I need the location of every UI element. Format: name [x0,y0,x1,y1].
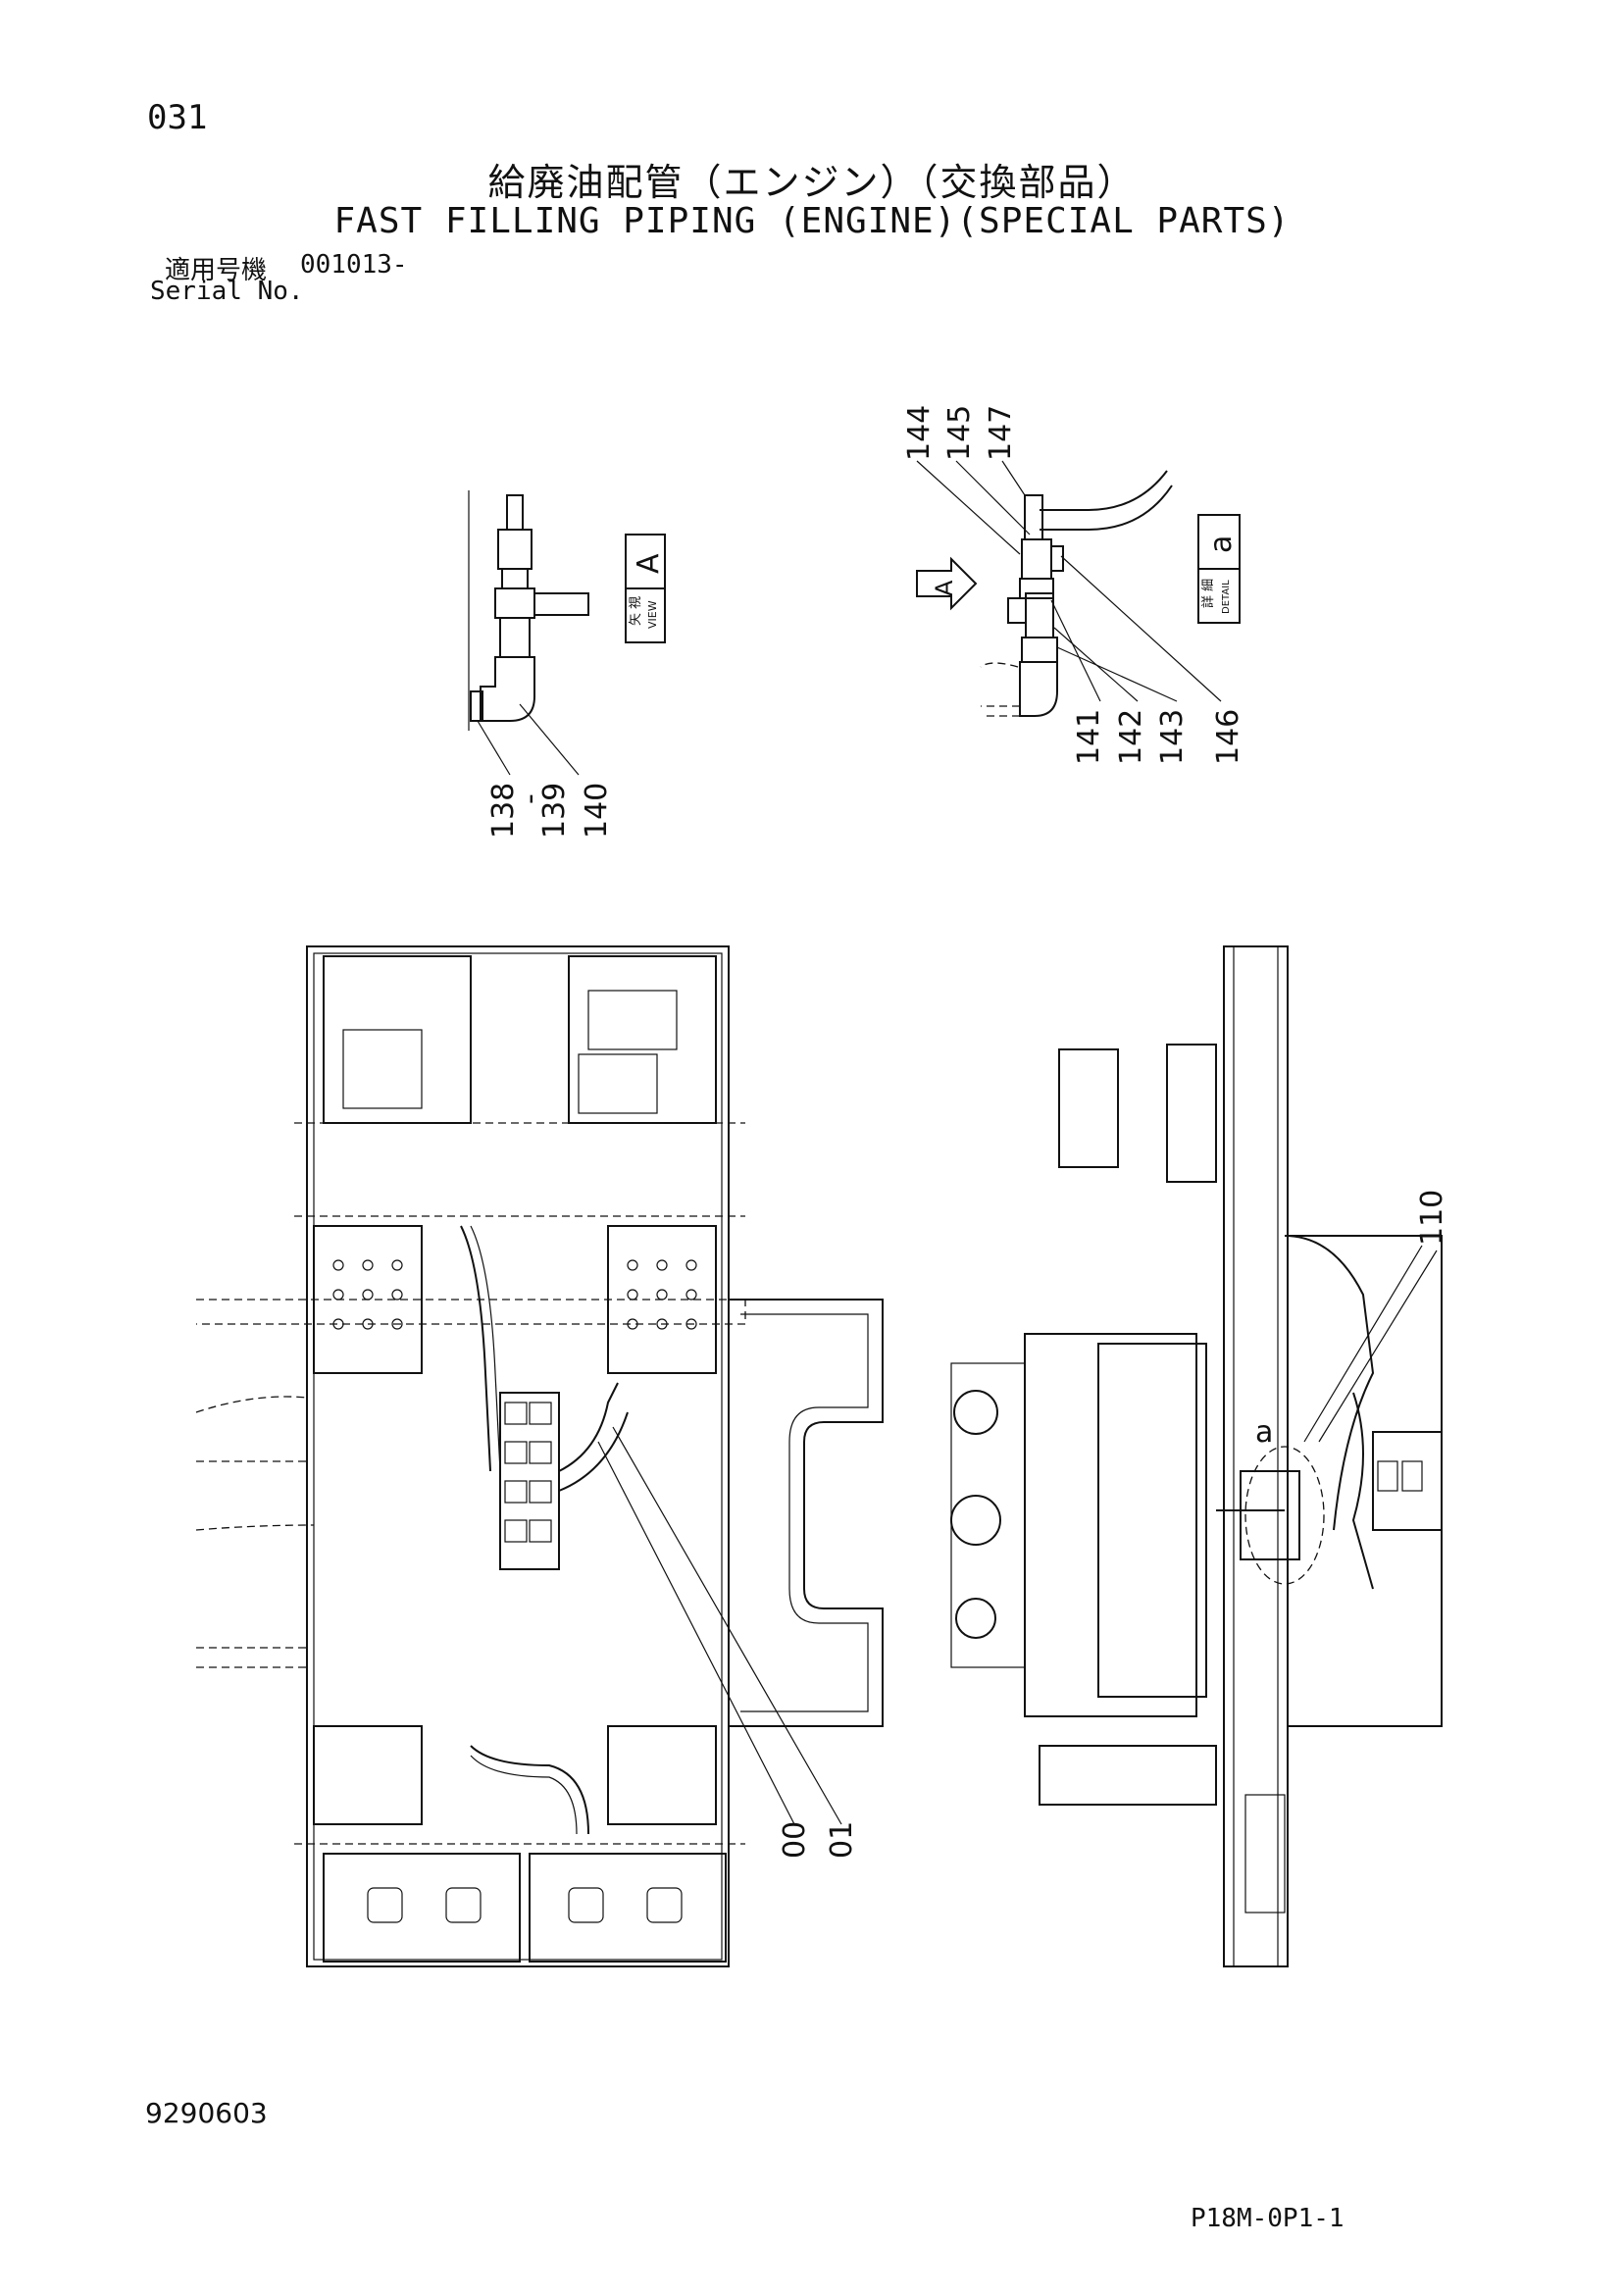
frame-top-view [195,945,884,1967]
view-a-label-jp: 矢 視 [629,596,643,626]
serial-label-english: Serial No. [150,277,304,306]
callout-139: 139 [537,783,572,839]
callout-140: 140 [580,783,614,839]
detail-a-marker-ellipse [1244,1446,1325,1585]
bolt-pattern-left-upper [332,1259,403,1330]
page-number: 031 [147,98,208,137]
view-a-arrow-letter: A [931,580,958,596]
view-a-arrow: A [916,556,978,611]
callout-146: 146 [1211,709,1245,765]
detail-marker-letter: a [1255,1415,1273,1450]
serial-value: 001013- [300,250,408,280]
callout-143: 143 [1155,709,1190,765]
callout-144: 144 [902,405,937,461]
callout-00: 00 [778,1821,812,1859]
detail-a-label-en: DETAIL [1221,580,1232,614]
title-japanese: 給廃油配管（エンジン）（交換部品） [487,161,1137,204]
document-number: 9290603 [145,2097,268,2129]
callout-110: 110 [1415,1190,1449,1246]
callout-138: 138 [486,783,521,839]
callout-01: 01 [825,1821,859,1859]
view-a-group: A 矢 視 VIEW 138 - 139 140 [468,490,666,839]
callout-141: 141 [1072,709,1106,765]
sheet-code: P18M-0P1-1 [1191,2204,1345,2233]
serial-label-japanese: 適用号機 [165,256,268,285]
detail-a-label-box: a 詳 細 DETAIL [1197,514,1241,624]
detail-a-group: 144 145 147 141 142 143 146 A [902,405,1245,765]
engine-side-view: a [950,945,1443,1967]
callout-147: 147 [984,405,1018,461]
callout-dash: - [513,793,547,804]
view-a-letter: A [632,553,666,574]
view-a-label-box: A 矢 視 VIEW [625,534,666,643]
callout-145: 145 [942,405,977,461]
detail-a-letter: a [1204,536,1239,553]
manifold-blocks [504,1402,552,1543]
view-a-label-en: VIEW [646,600,659,629]
callout-142: 142 [1114,709,1148,765]
detail-a-label-jp: 詳 細 [1200,579,1216,608]
title-english: FAST FILLING PIPING (ENGINE)(SPECIAL PAR… [333,201,1291,241]
bolt-pattern-right-upper [627,1259,697,1330]
